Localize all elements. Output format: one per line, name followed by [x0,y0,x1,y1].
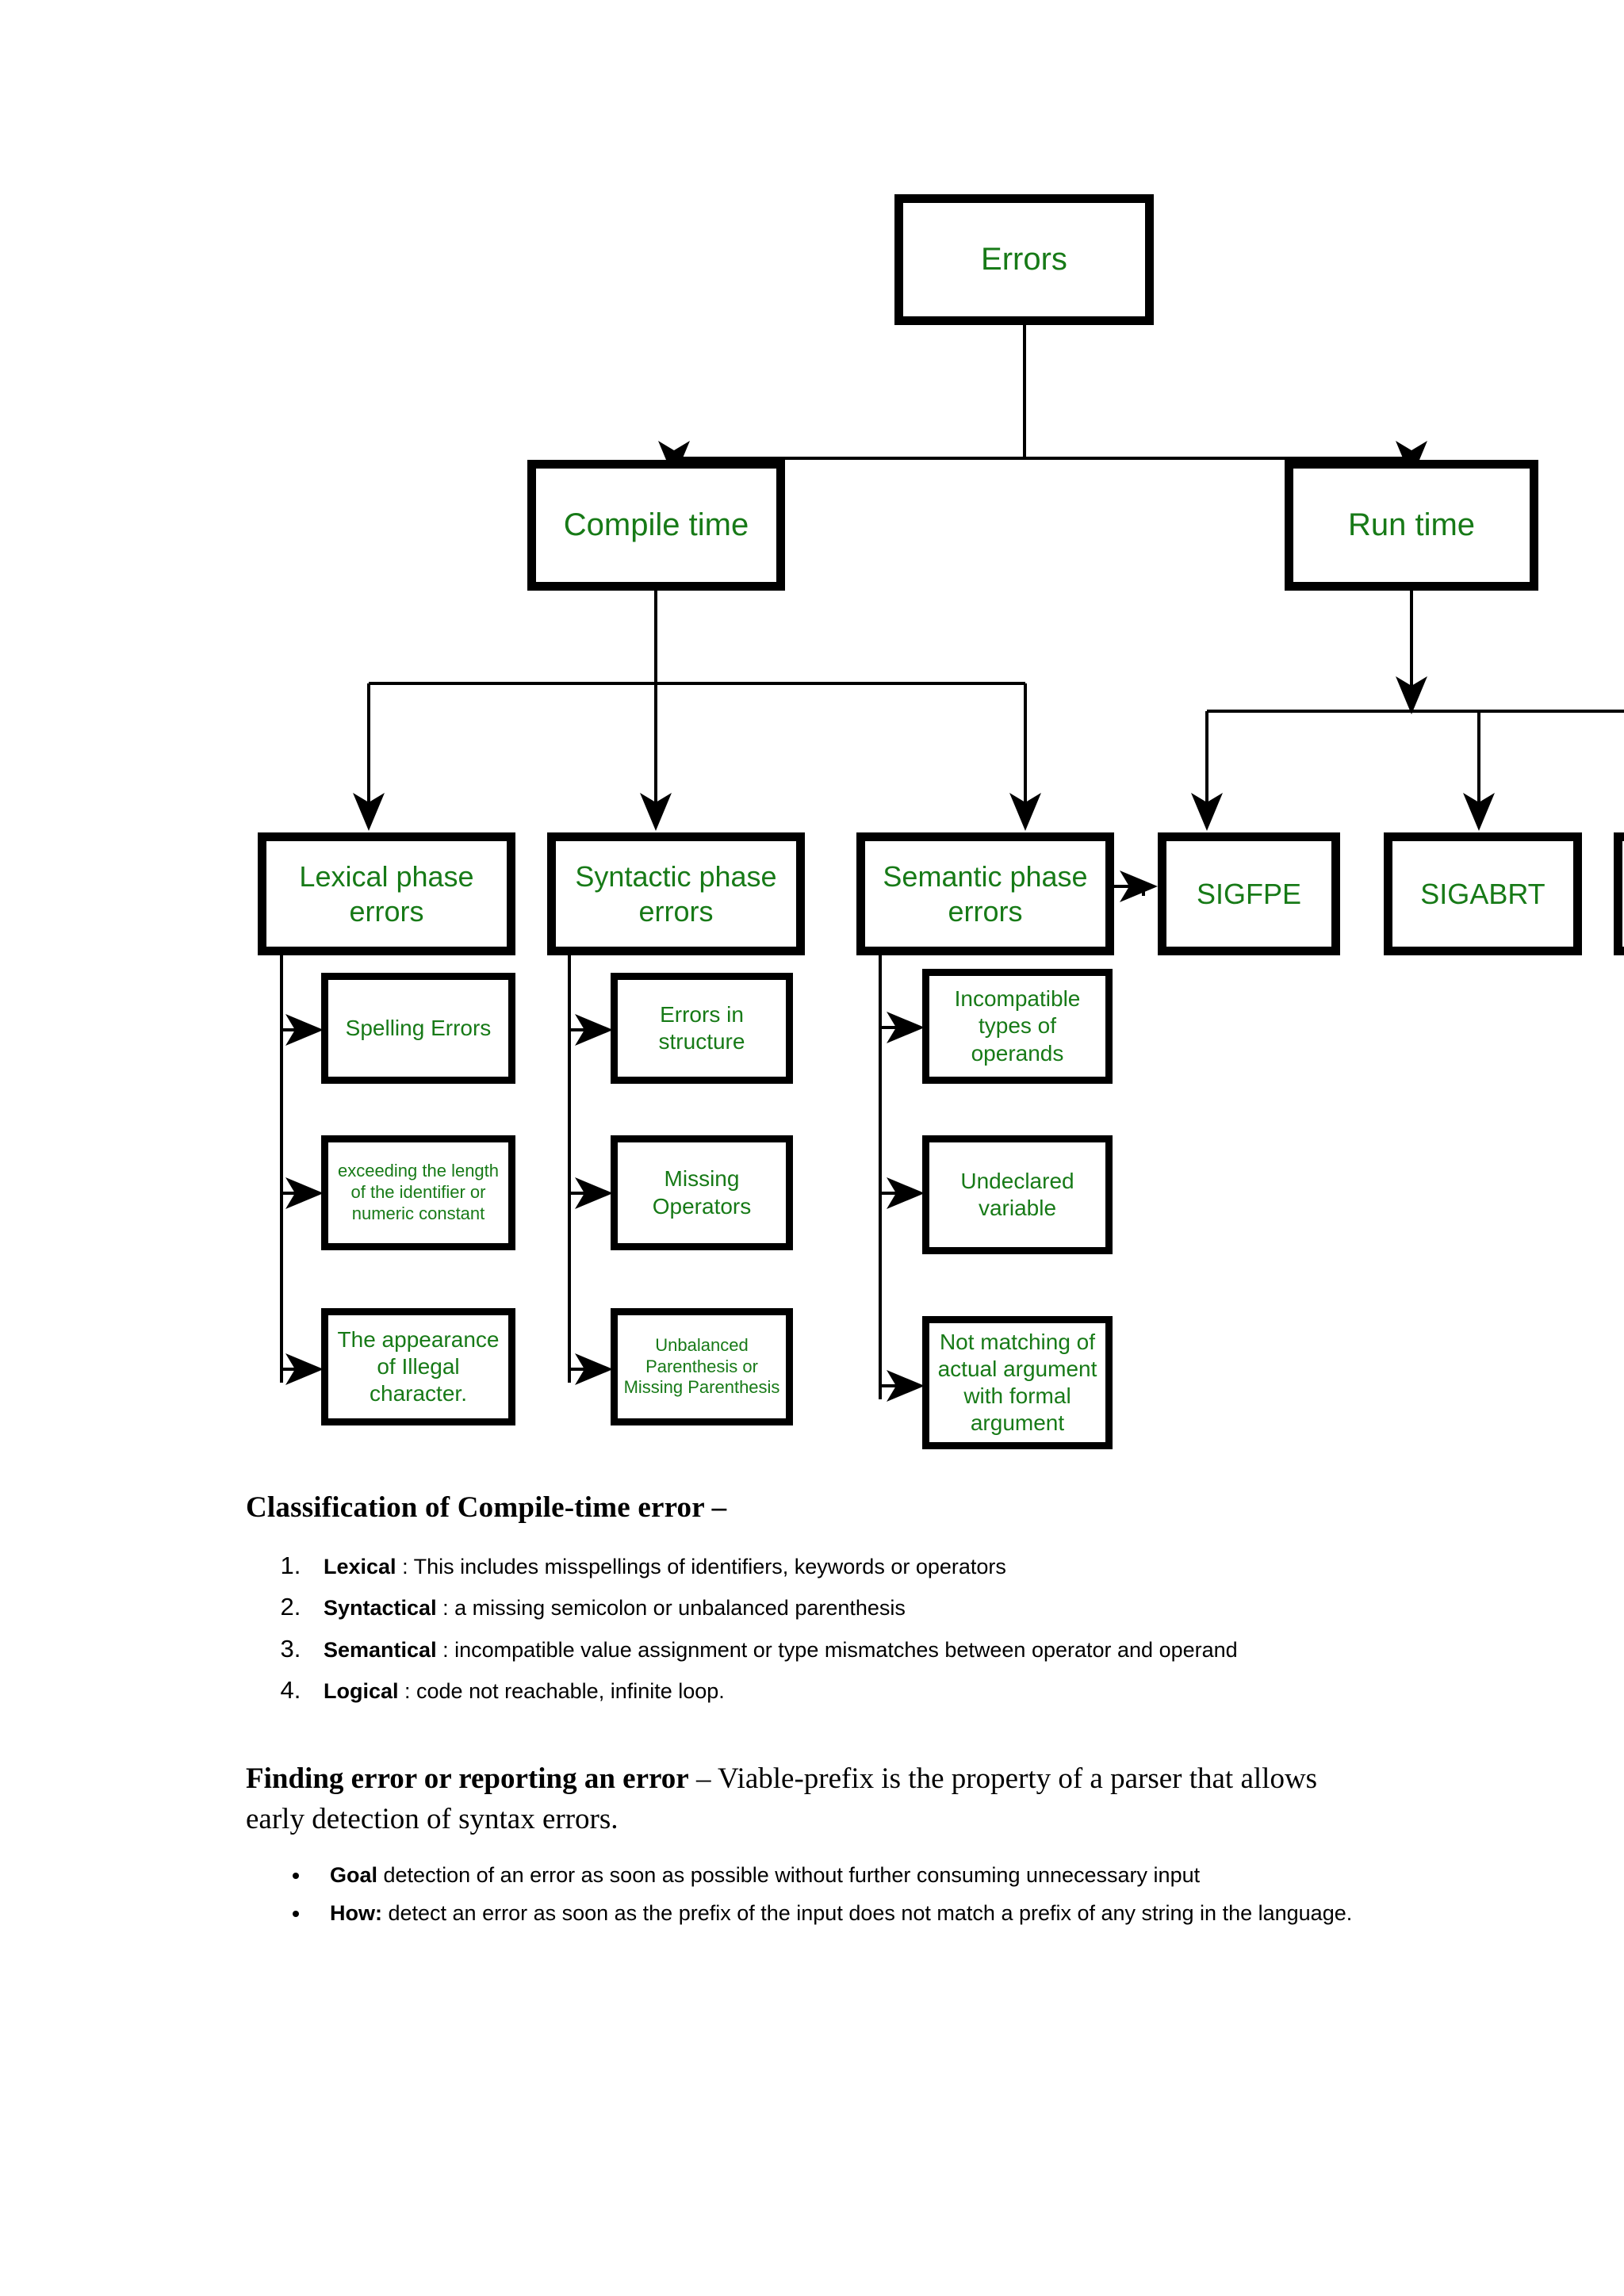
node-errors-in-structure-label: Errors in structure [658,1001,745,1054]
node-incompatible-types: Incompatible types of operands [922,969,1113,1084]
list-item: How: detect an error as soon as the pref… [311,1898,1378,1929]
node-missing-operators: Missing Operators [611,1135,793,1250]
list-item-term: Logical [324,1678,399,1703]
classification-heading: Classification of Compile-time error – [246,1491,727,1524]
finding-error-rest: – Viable-prefix is the property of a par… [246,1762,1318,1836]
node-errors-label: Errors [981,242,1067,277]
node-not-matching-argument: Not matching of actual argument with for… [922,1316,1113,1449]
node-unbalanced-parenthesis-label: Unbalanced Parenthesis or Missing Parent… [623,1334,780,1398]
list-item: Logical : code not reachable, infinite l… [308,1673,1378,1706]
node-illegal-character: The appearance of Illegal character. [321,1308,515,1425]
node-incompatible-types-label: Incompatible types of operands [954,986,1081,1066]
list-item-rest: : incompatible value assignment or type … [436,1637,1238,1662]
node-not-matching-argument-label: Not matching of actual argument with for… [937,1329,1097,1436]
list-item: Goal detection of an error as soon as po… [311,1860,1378,1891]
document-body: Classification of Compile-time error – L… [0,1490,1624,1935]
node-missing-operators-label: Missing Operators [652,1166,752,1219]
list-item-rest: : code not reachable, infinite loop. [398,1678,725,1703]
node-errors-in-structure: Errors in structure [611,973,793,1084]
node-spelling-errors-label: Spelling Errors [345,1015,492,1040]
node-syntactic-phase-errors-label: Syntactic phase errors [575,859,777,928]
finding-error-paragraph: Finding error or reporting an error – Vi… [246,1758,1378,1839]
node-sigfpe-label: SIGFPE [1196,877,1302,910]
node-unbalanced-parenthesis: Unbalanced Parenthesis or Missing Parent… [611,1308,793,1425]
diagram-connectors [280,325,1624,1402]
list-item-term: Lexical [324,1555,396,1578]
node-errors: Errors [894,194,1154,325]
node-run-time: Run time [1285,460,1538,591]
errors-classification-diagram: Errors Compile time Run time Lexical pha… [258,194,1624,1449]
finding-error-lead: Finding error or reporting an error [246,1762,689,1796]
list-item-term: How: [330,1900,382,1925]
goal-how-list: Goal detection of an error as soon as po… [246,1860,1378,1928]
list-item: Semantical : incompatible value assignme… [308,1632,1378,1665]
classification-list: Lexical : This includes misspellings of … [246,1548,1378,1706]
list-item-rest: detect an error as soon as the prefix of… [381,1900,1353,1925]
node-lexical-phase-errors: Lexical phase errors [258,832,515,955]
node-sigfpe: SIGFPE [1158,832,1340,955]
list-item: Syntactical : a missing semicolon or unb… [308,1590,1378,1623]
node-exceeding-length: exceeding the length of the identifier o… [321,1135,515,1250]
node-illegal-character-label: The appearance of Illegal character. [337,1326,500,1406]
list-item-term: Syntactical [324,1596,437,1621]
list-item-rest: : a missing semicolon or unbalanced pare… [436,1596,906,1621]
list-item-rest: : This includes misspellings of identifi… [396,1555,1006,1578]
node-runtime-third-clipped [1614,832,1624,955]
node-exceeding-length-label: exceeding the length of the identifier o… [337,1161,500,1223]
list-item-term: Semantical [324,1637,437,1662]
node-sigabrt-label: SIGABRT [1420,877,1545,910]
node-lexical-phase-errors-label: Lexical phase errors [299,859,474,928]
node-undeclared-variable-label: Undeclared variable [960,1168,1074,1220]
node-semantic-phase-errors: Semantic phase errors [856,832,1114,955]
list-item: Lexical : This includes misspellings of … [308,1548,1378,1582]
node-undeclared-variable: Undeclared variable [922,1135,1113,1254]
node-syntactic-phase-errors: Syntactic phase errors [547,832,805,955]
node-compile-time-label: Compile time [563,507,749,543]
node-run-time-label: Run time [1347,507,1476,543]
node-semantic-phase-errors-label: Semantic phase errors [883,859,1088,928]
list-item-rest: detection of an error as soon as possibl… [377,1863,1201,1888]
node-compile-time: Compile time [527,460,785,591]
node-sigabrt: SIGABRT [1384,832,1582,955]
list-item-term: Goal [330,1863,378,1888]
node-spelling-errors: Spelling Errors [321,973,515,1084]
